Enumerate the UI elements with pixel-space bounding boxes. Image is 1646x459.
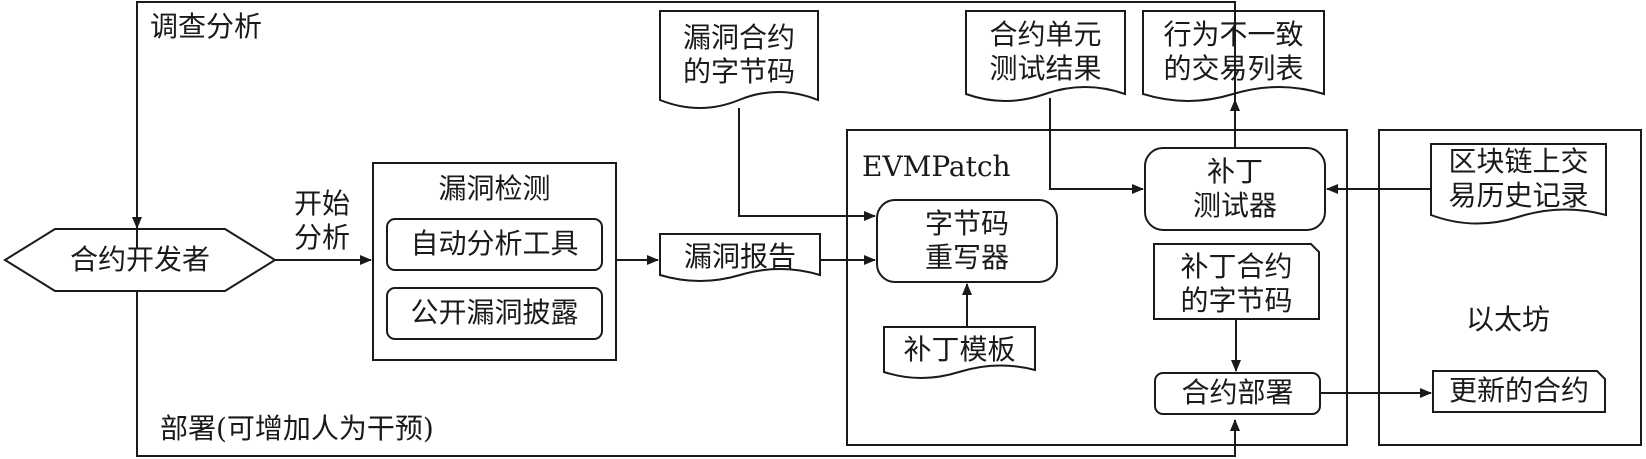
vuln-bytecode-line-1: 漏洞合约 bbox=[682, 21, 795, 54]
patch-template-label: 补丁模板 bbox=[903, 333, 1016, 366]
rewriter-line-2: 重写器 bbox=[924, 241, 1009, 274]
chain-tx-history-line-1: 区块链上交 bbox=[1448, 145, 1589, 178]
ethereum-label: 以太坊 bbox=[1466, 303, 1551, 336]
auto-tools-label: 自动分析工具 bbox=[410, 227, 579, 260]
patched-bytecode-line-1: 补丁合约 bbox=[1180, 250, 1293, 283]
start-analysis-line-2: 分析 bbox=[293, 221, 350, 254]
investigate-label: 调查分析 bbox=[150, 10, 263, 43]
evmpatch-label: EVMPatch bbox=[862, 150, 1011, 183]
updated-contract-label: 更新的合约 bbox=[1448, 374, 1589, 407]
unit-test-results-line-2: 测试结果 bbox=[989, 52, 1102, 85]
rewriter-line-1: 字节码 bbox=[924, 207, 1009, 240]
patched-bytecode-label: 补丁合约 的字节码 bbox=[1154, 250, 1319, 318]
updated-contract-doc-shape bbox=[1432, 370, 1606, 413]
investigate-loop-line bbox=[136, 1, 1236, 248]
chain-tx-history-doc-shape bbox=[1430, 143, 1607, 225]
rewriter-box bbox=[876, 199, 1058, 283]
developer-label: 合约开发者 bbox=[69, 243, 210, 276]
patch-template-doc-shape bbox=[883, 326, 1036, 379]
patched-bytecode-line-2: 的字节码 bbox=[1180, 284, 1293, 317]
chain-tx-history-label: 区块链上交 易历史记录 bbox=[1431, 145, 1606, 213]
arrow-unit-tests-to-tester bbox=[1049, 98, 1144, 194]
vuln-bytecode-label: 漏洞合约 的字节码 bbox=[660, 21, 818, 89]
public-disclosure-label: 公开漏洞披露 bbox=[410, 296, 579, 329]
rewriter-label: 字节码 重写器 bbox=[877, 207, 1057, 275]
unit-test-results-doc-shape bbox=[965, 10, 1126, 102]
start-analysis-label: 开始 分析 bbox=[288, 187, 356, 255]
auto-tools-box bbox=[386, 218, 603, 271]
deploy-loop-line bbox=[136, 292, 1240, 457]
inconsistent-tx-label: 行为不一致 的交易列表 bbox=[1143, 18, 1324, 86]
unit-test-results-line-1: 合约单元 bbox=[989, 18, 1102, 51]
inconsistent-tx-line-2: 的交易列表 bbox=[1163, 52, 1304, 85]
start-analysis-line-1: 开始 bbox=[293, 187, 350, 220]
patch-tester-label: 补丁 测试器 bbox=[1145, 155, 1325, 223]
contract-deploy-label: 合约部署 bbox=[1181, 376, 1294, 409]
evmpatch-frame bbox=[846, 129, 1348, 446]
public-disclosure-box bbox=[386, 287, 603, 340]
vuln-bytecode-doc-shape bbox=[659, 10, 819, 109]
patched-bytecode-doc-shape bbox=[1153, 243, 1320, 320]
chain-tx-history-line-2: 易历史记录 bbox=[1448, 179, 1589, 212]
patch-tester-line-2: 测试器 bbox=[1192, 189, 1277, 222]
vuln-detection-title: 漏洞检测 bbox=[438, 172, 551, 205]
inconsistent-tx-doc-shape bbox=[1142, 10, 1325, 102]
unit-test-results-label: 合约单元 测试结果 bbox=[966, 18, 1125, 86]
vuln-bytecode-line-2: 的字节码 bbox=[682, 55, 795, 88]
vuln-detection-box bbox=[372, 162, 617, 361]
arrow-bytecode-to-rewriter bbox=[738, 108, 876, 221]
ethereum-frame bbox=[1378, 129, 1642, 446]
inconsistent-tx-line-1: 行为不一致 bbox=[1163, 18, 1304, 51]
vuln-report-doc-shape bbox=[659, 233, 821, 282]
patch-tester-line-1: 补丁 bbox=[1206, 155, 1263, 188]
deploy-label: 部署(可增加人为干预) bbox=[160, 412, 434, 445]
vuln-report-label: 漏洞报告 bbox=[683, 240, 796, 273]
